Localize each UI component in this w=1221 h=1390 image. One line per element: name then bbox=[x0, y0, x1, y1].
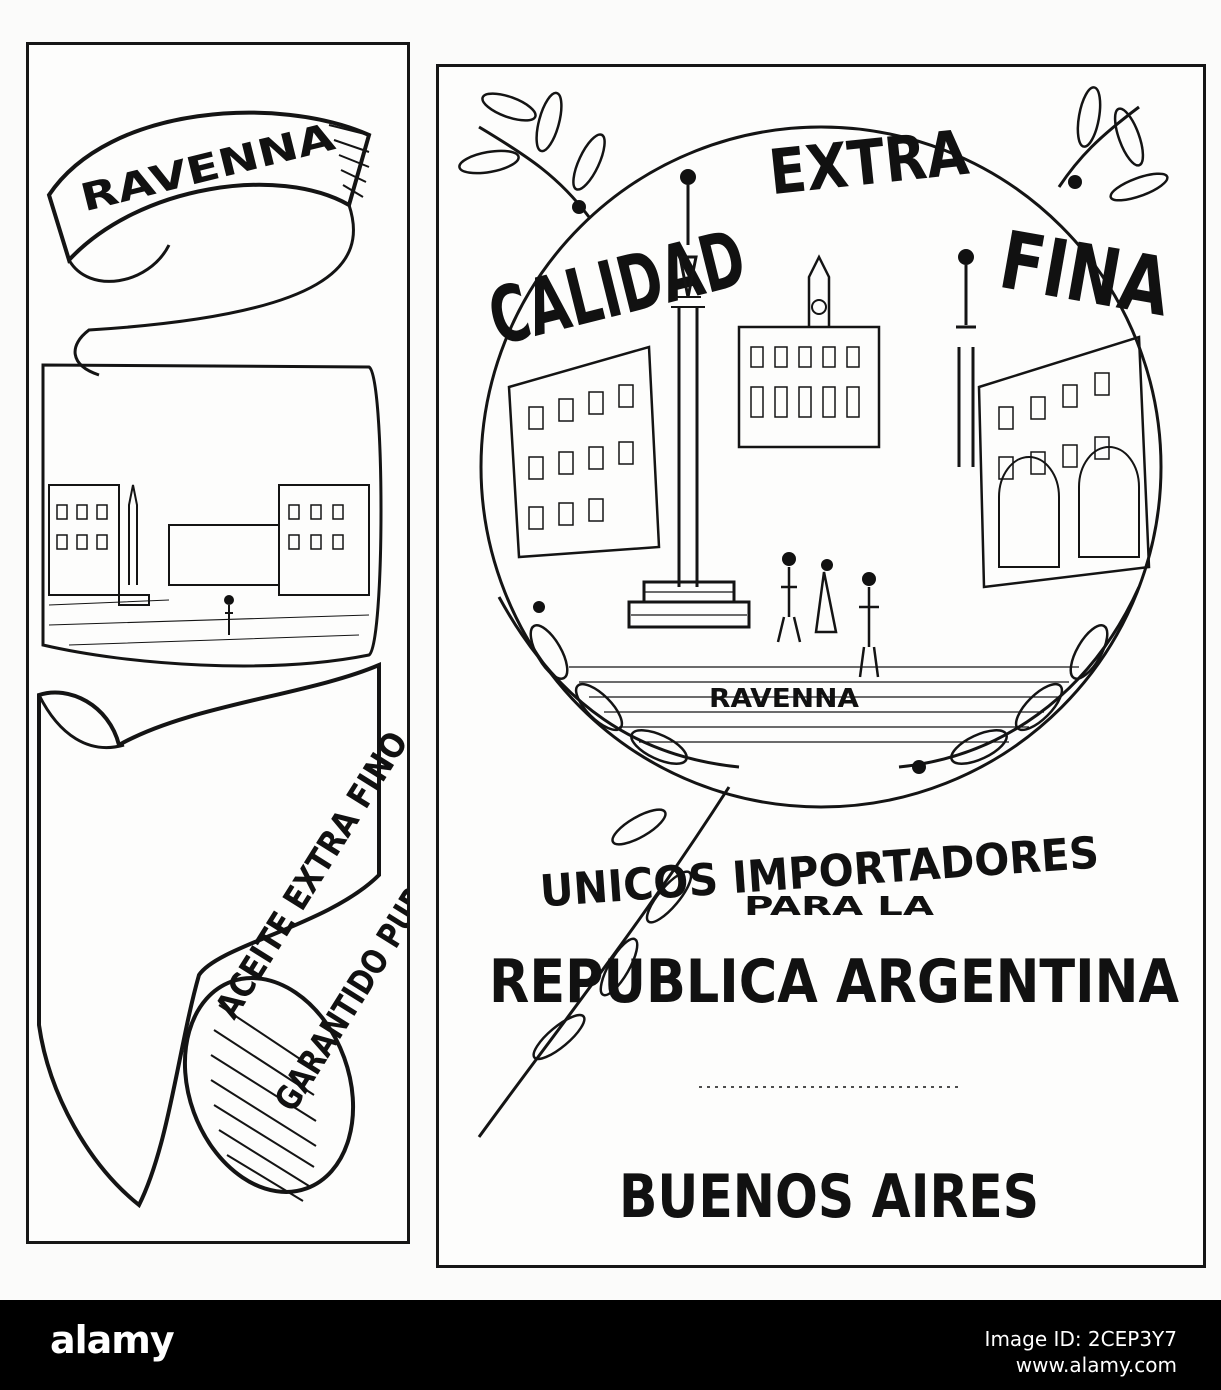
right-label-panel: EXTRA CALIDAD FINA bbox=[436, 64, 1206, 1268]
laurel-wreath-icon bbox=[497, 586, 1141, 774]
olive-branch-top-right-icon bbox=[1057, 86, 1169, 202]
right-label-illustration: EXTRA CALIDAD FINA bbox=[458, 86, 1179, 1232]
olive-sprig-icon bbox=[477, 786, 731, 1138]
headline-calidad: CALIDAD bbox=[480, 214, 754, 364]
ribbon-title: RAVENNA bbox=[76, 114, 340, 220]
brand-wordmark: alamy bbox=[50, 1318, 175, 1362]
country-line: REPUBLICA ARGENTINA bbox=[489, 947, 1179, 1017]
stock-url-line: www.alamy.com bbox=[1015, 1353, 1177, 1377]
city-line: BUENOS AIRES bbox=[619, 1162, 1039, 1232]
stock-id-line: Image ID: 2CEP3Y7 bbox=[984, 1327, 1177, 1351]
olive-branch-top-left-icon bbox=[458, 91, 606, 218]
left-label-illustration: RAVENNA ACEITE EXTRA FINO GARANTIDO PURO… bbox=[37, 110, 407, 1209]
ravenna-square-scene bbox=[507, 169, 1151, 743]
para-la-text: PARA LA bbox=[744, 892, 934, 922]
left-label-panel: RAVENNA ACEITE EXTRA FINO GARANTIDO PURO… bbox=[26, 42, 410, 1244]
watermark-footer bbox=[0, 1300, 1221, 1390]
headline-extra: EXTRA bbox=[765, 116, 972, 210]
headline-fina: FINA bbox=[993, 213, 1177, 334]
scene-caption: RAVENNA bbox=[709, 684, 859, 714]
street-scene-left bbox=[48, 484, 370, 646]
stock-info: Image ID: 2CEP3Y7 www.alamy.com bbox=[985, 1326, 1177, 1378]
